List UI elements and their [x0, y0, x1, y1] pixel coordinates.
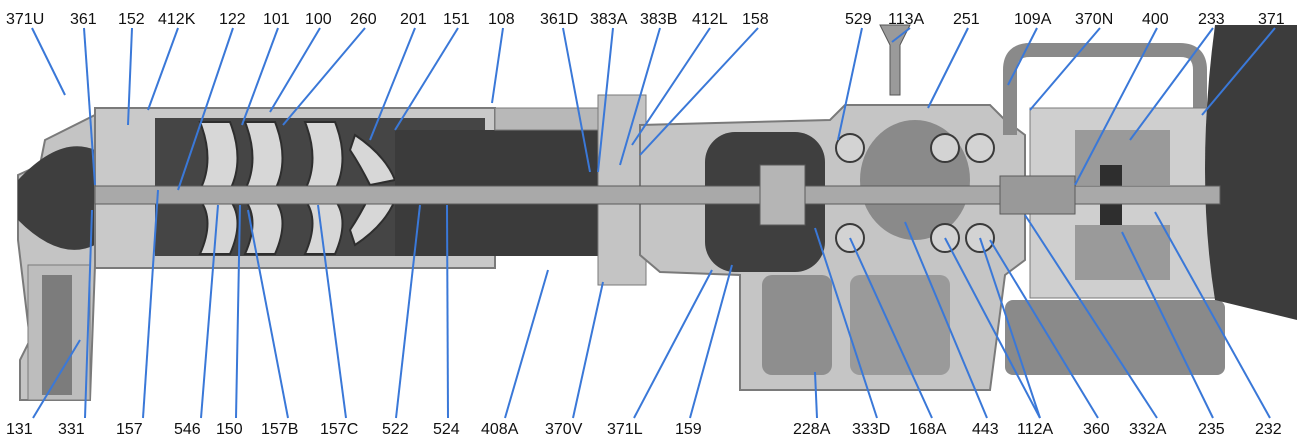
- top-labels: 371U 361 152 412K 122 101 100 260 201 15…: [6, 11, 1285, 28]
- label-443: 443: [972, 421, 999, 438]
- label-109a: 109A: [1014, 11, 1052, 28]
- label-383a: 383A: [590, 11, 628, 28]
- motor: [1205, 25, 1297, 320]
- label-228a: 228A: [793, 421, 831, 438]
- label-412k: 412K: [158, 11, 196, 28]
- lower-oil-sump: [1005, 300, 1225, 375]
- label-371u: 371U: [6, 11, 44, 28]
- discharge-flange-108: [494, 107, 606, 131]
- suction-nozzle: [18, 146, 95, 250]
- label-201: 201: [400, 11, 427, 28]
- label-332a: 332A: [1129, 421, 1167, 438]
- label-235: 235: [1198, 421, 1225, 438]
- label-150: 150: [216, 421, 243, 438]
- shaft-sleeve-400: [999, 175, 1076, 215]
- label-157: 157: [116, 421, 143, 438]
- pump-drawing: [17, 24, 1297, 401]
- label-524: 524: [433, 421, 460, 438]
- label-412l: 412L: [692, 11, 728, 28]
- pump-shaft-122: [94, 185, 1221, 205]
- label-331: 331: [58, 421, 85, 438]
- label-131: 131: [6, 421, 33, 438]
- label-371: 371: [1258, 11, 1285, 28]
- spline-shaft: [759, 164, 806, 226]
- label-151: 151: [443, 11, 470, 28]
- label-157c: 157C: [320, 421, 358, 438]
- label-233: 233: [1198, 11, 1225, 28]
- label-108: 108: [488, 11, 515, 28]
- label-360: 360: [1083, 421, 1110, 438]
- label-152: 152: [118, 11, 145, 28]
- leader-lines: [31, 27, 1276, 419]
- label-383b: 383B: [640, 11, 677, 28]
- label-251: 251: [953, 11, 980, 28]
- oil-line-109a: [1003, 43, 1207, 135]
- label-232: 232: [1255, 421, 1282, 438]
- label-522: 522: [382, 421, 409, 438]
- label-157b: 157B: [261, 421, 298, 438]
- label-112a: 112A: [1017, 421, 1054, 438]
- label-158: 158: [742, 11, 769, 28]
- drain-block-228a: [762, 275, 832, 375]
- label-333d: 333D: [852, 421, 890, 438]
- label-529: 529: [845, 11, 872, 28]
- label-371l: 371L: [607, 421, 643, 438]
- label-122: 122: [219, 11, 246, 28]
- label-370v: 370V: [545, 421, 583, 438]
- label-408a: 408A: [481, 421, 519, 438]
- coupling-hub-233: [1075, 130, 1170, 185]
- label-260: 260: [350, 11, 377, 28]
- label-361: 361: [70, 11, 97, 28]
- label-400: 400: [1142, 11, 1169, 28]
- label-113a: 113A: [888, 11, 925, 28]
- drain-block-b: [850, 275, 950, 375]
- bottom-labels: 131 331 157 546 150 157B 157C 522 524 40…: [6, 421, 1282, 438]
- foot-void: [42, 275, 72, 395]
- label-361d: 361D: [540, 11, 578, 28]
- label-546: 546: [174, 421, 201, 438]
- label-100: 100: [305, 11, 332, 28]
- label-168a: 168A: [909, 421, 947, 438]
- label-370n: 370N: [1075, 11, 1113, 28]
- label-101: 101: [263, 11, 290, 28]
- lubricator-113a: [879, 24, 911, 96]
- label-159: 159: [675, 421, 702, 438]
